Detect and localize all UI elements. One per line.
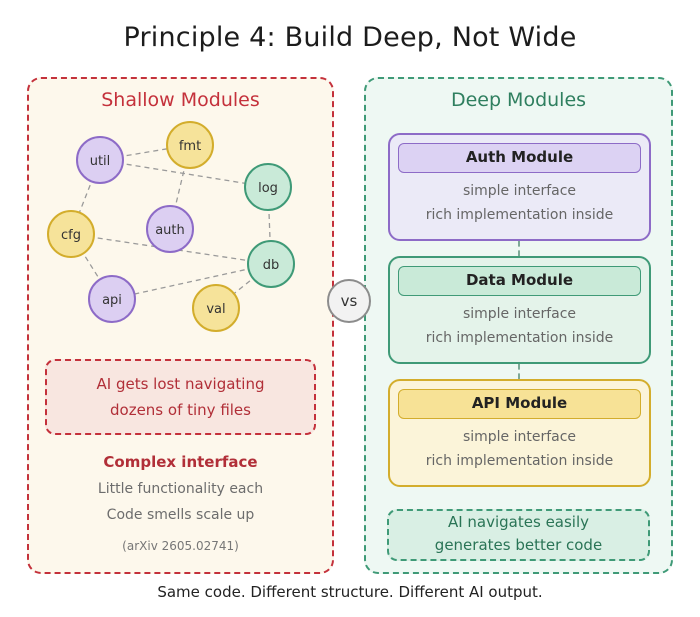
module-node-circle [76,136,124,184]
data-module-name: Data Module [398,266,641,296]
data-module-implementation: rich implementation inside [425,330,614,346]
module-node-label: api [102,293,122,308]
module-node-cfg: cfg [47,210,95,258]
module-node-label: cfg [61,228,81,243]
module-node-log: log [244,163,292,211]
note-code-smells: Code smells scale up [106,507,255,523]
module-node-db: db [247,240,295,288]
complex-interface-heading: Complex interface [103,453,258,471]
api-module-name: API Module [398,389,641,419]
module-node-circle [166,121,214,169]
auth-module-implementation: rich implementation inside [425,207,614,223]
ai-lost-callout: AI gets lost navigating dozens of tiny f… [45,359,316,435]
module-node-util: util [76,136,124,184]
api-module-implementation: rich implementation inside [425,453,614,469]
auth-module-interface: simple interface [462,183,577,199]
module-node-label: fmt [179,139,201,154]
module-node-circle [47,210,95,258]
note-little-functionality: Little functionality each [97,481,264,497]
module-node-label: util [90,154,111,169]
footer-caption: Same code. Different structure. Differen… [157,583,543,601]
ai-navigates-callout: AI navigates easily generates better cod… [387,509,650,561]
module-node-circle [247,240,295,288]
module-node-circle [244,163,292,211]
module-node-circle [88,275,136,323]
module-node-fmt: fmt [166,121,214,169]
ai-navigates-line-2: generates better code [434,536,603,554]
deep-modules-panel: Deep Modules Auth Module simple interfac… [364,77,673,574]
module-node-label: log [258,181,278,196]
data-module-card: Data Module simple interface rich implem… [388,256,651,364]
dependency-edge [111,263,272,300]
module-node-circle [192,284,240,332]
module-node-label: val [206,302,225,317]
auth-module-card: Auth Module simple interface rich implem… [388,133,651,241]
page-title: Principle 4: Build Deep, Not Wide [123,22,577,53]
module-node-api: api [88,275,136,323]
module-node-circle [146,205,194,253]
dependency-edge [99,159,269,188]
api-module-card: API Module simple interface rich impleme… [388,379,651,487]
api-module-interface: simple interface [462,429,577,445]
module-connector [518,241,520,256]
ai-lost-line-2: dozens of tiny files [110,401,251,419]
ai-navigates-line-1: AI navigates easily [447,513,590,531]
deep-modules-title: Deep Modules [450,89,587,111]
ai-lost-line-1: AI gets lost navigating [96,375,265,393]
shallow-modules-panel: Shallow Modules util fmt log cfg auth db api va… [27,77,334,574]
module-node-auth: auth [146,205,194,253]
module-node-val: val [192,284,240,332]
citation: (arXiv 2605.02741) [122,539,239,553]
module-node-label: db [263,258,280,273]
auth-module-name: Auth Module [398,143,641,173]
dependency-graph: util fmt log cfg auth db api val [47,121,295,332]
data-module-interface: simple interface [462,306,577,322]
vs-badge: vs [327,279,371,323]
module-node-label: auth [155,223,185,238]
module-connector [518,364,520,379]
shallow-modules-title: Shallow Modules [101,89,260,111]
